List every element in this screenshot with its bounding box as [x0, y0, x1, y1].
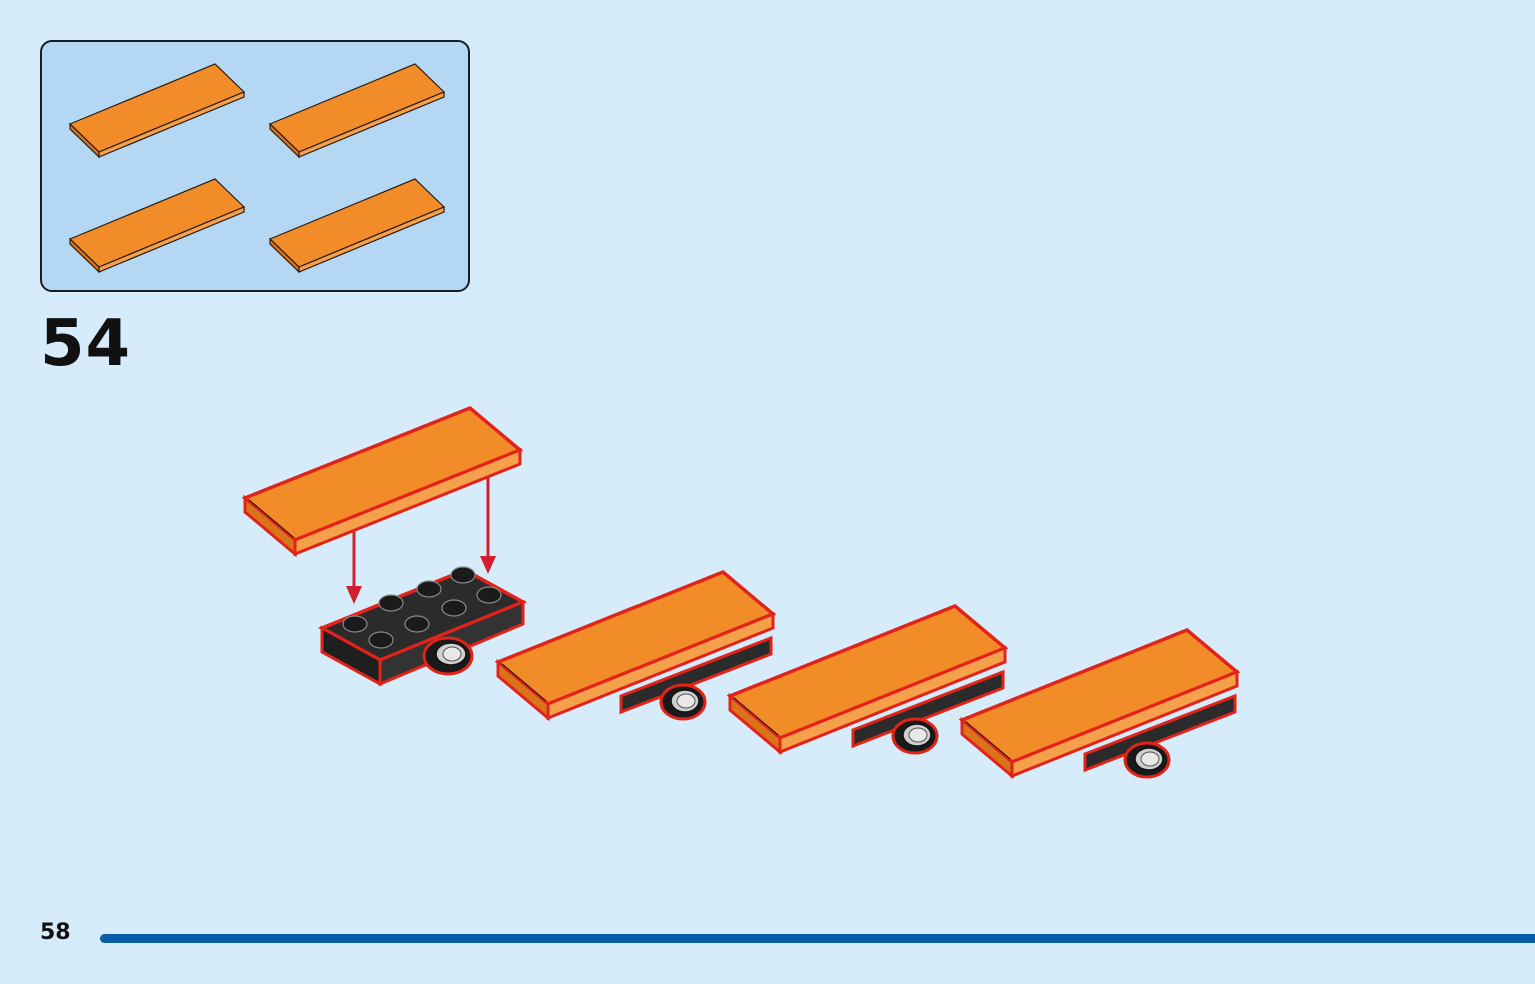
orange-tile-1x4-icon	[268, 63, 446, 159]
down-arrow-icon	[480, 478, 496, 574]
orange-tile-1x4-icon	[68, 178, 246, 274]
black-plate-with-wheel	[317, 566, 528, 687]
down-arrow-icon	[346, 532, 362, 604]
parts-callout-graphic	[68, 63, 446, 274]
orange-tile-1x4-icon	[68, 63, 246, 159]
orange-tile-hovering	[243, 406, 522, 556]
orange-tile-1x4-icon	[268, 178, 446, 274]
page-number: 58	[40, 920, 71, 945]
stud-icon	[342, 566, 502, 649]
step-number: 54	[40, 307, 132, 381]
parts-callout	[40, 40, 470, 292]
progress-bar	[100, 934, 1535, 943]
